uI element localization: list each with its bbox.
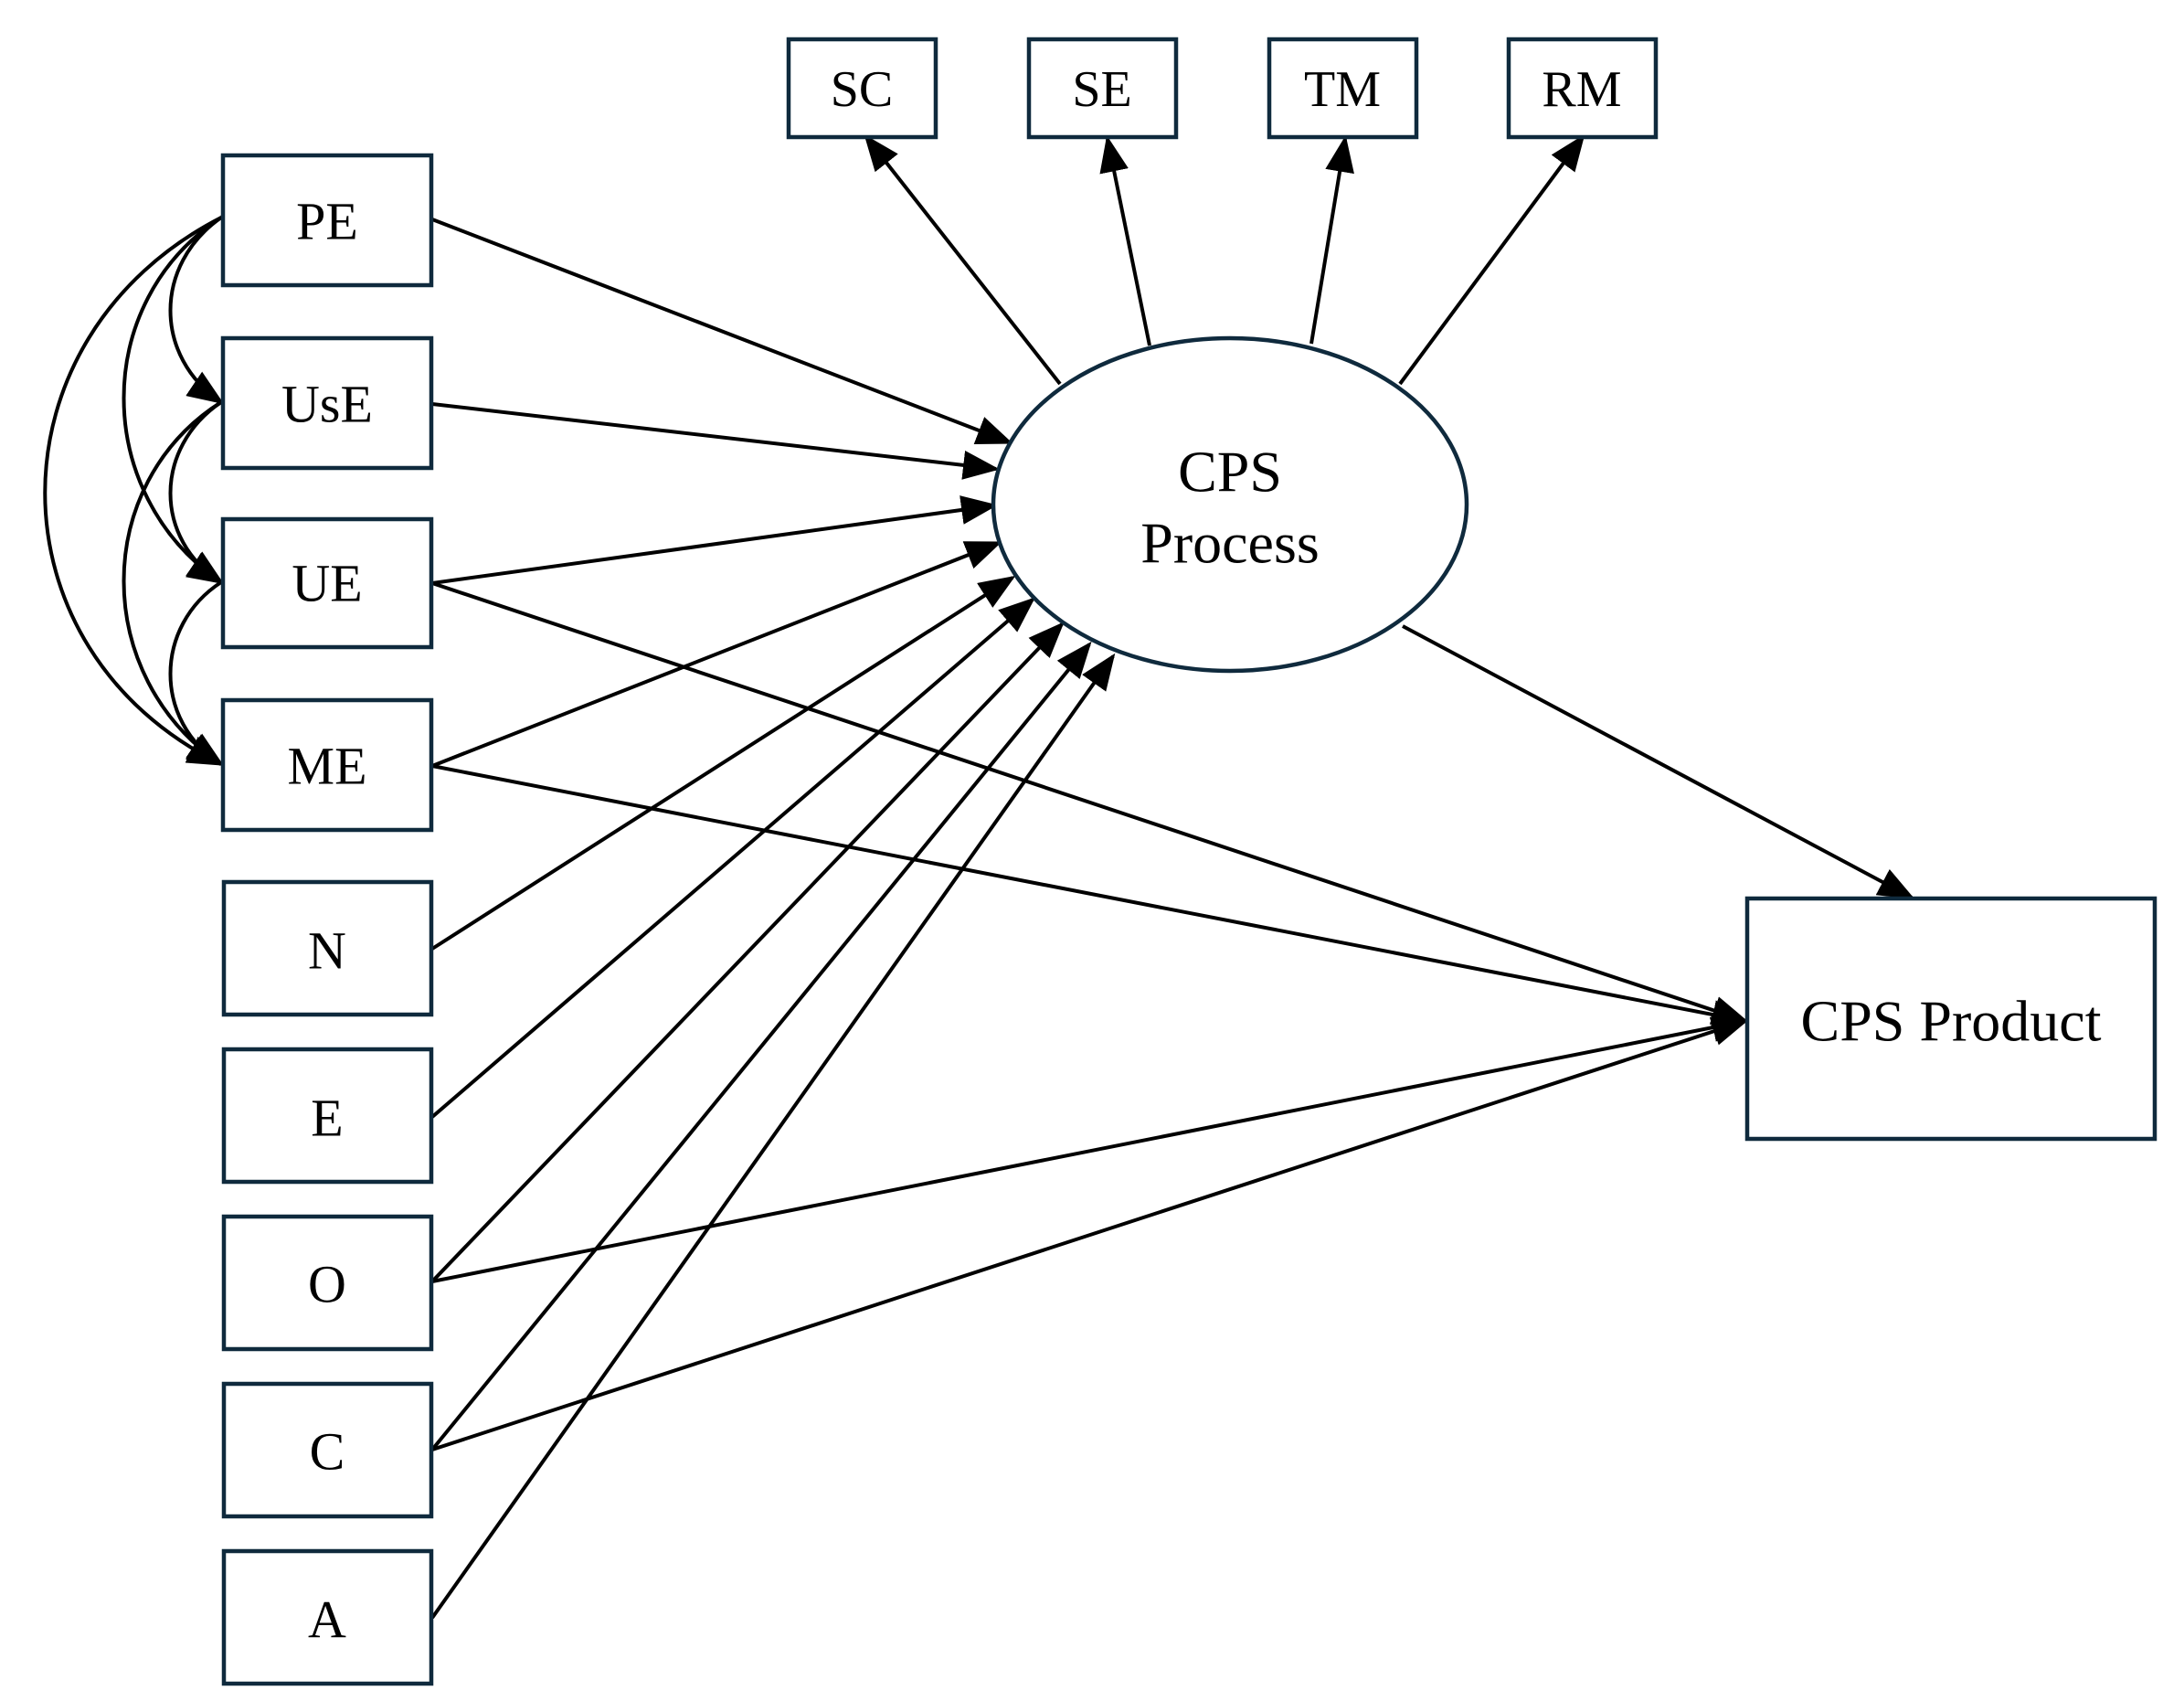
indicator-box-sc: SC <box>786 37 938 140</box>
predictor-label-a: A <box>308 1590 346 1650</box>
indicator-box-se: SE <box>1026 37 1179 140</box>
indicator-label-rm: RM <box>1542 61 1621 118</box>
latent-label-line2: Process <box>1140 511 1320 576</box>
arrow-c-to-product <box>431 1016 1749 1451</box>
predictor-label-use: UsE <box>281 375 373 434</box>
outcome-box-cps-product: CPS Product <box>1744 896 2157 1142</box>
arrow-ue-to-product <box>431 581 1749 1025</box>
predictor-label-ue: UE <box>292 554 362 613</box>
arrow-me-to-process <box>431 541 1002 768</box>
indicator-box-rm: RM <box>1506 37 1659 140</box>
arrow-process-to-tm <box>1309 135 1354 345</box>
arrow-o-to-process <box>430 622 1065 1283</box>
predictor-label-n: N <box>308 921 346 981</box>
latent-label-line1: CPS <box>1178 440 1282 505</box>
arrow-ue-to-process <box>431 495 998 585</box>
predictor-box-c: C <box>221 1381 434 1519</box>
arrow-c-to-process <box>430 641 1092 1451</box>
covariance-ue-me <box>168 551 257 767</box>
indicator-label-tm: TM <box>1304 61 1381 118</box>
arrow-e-to-process <box>430 597 1036 1119</box>
predictor-label-c: C <box>310 1422 345 1482</box>
arrow-me-to-product <box>431 764 1749 1029</box>
arrow-process-to-rm <box>1398 133 1585 386</box>
path-arrows <box>43 133 1915 1620</box>
predictor-box-ue: UE <box>220 516 434 650</box>
arrow-process-to-sc <box>864 133 1062 386</box>
arrow-a-to-process <box>430 653 1116 1620</box>
predictor-box-use: UsE <box>220 335 434 471</box>
outcome-label: CPS Product <box>1801 989 2102 1054</box>
predictor-label-o: O <box>308 1255 346 1314</box>
predictor-label-pe: PE <box>296 192 358 251</box>
predictor-label-e: E <box>311 1089 343 1148</box>
arrow-pe-to-process <box>431 218 1013 444</box>
arrow-process-to-product <box>1402 624 1915 899</box>
predictor-box-o: O <box>221 1214 434 1352</box>
predictor-box-me: ME <box>220 697 434 833</box>
arrow-o-to-product <box>431 1013 1749 1283</box>
predictor-box-pe: PE <box>220 153 434 288</box>
indicator-label-sc: SC <box>831 61 894 118</box>
covariance-use-me <box>122 372 257 767</box>
indicator-label-se: SE <box>1072 61 1131 118</box>
predictor-box-e: E <box>221 1047 434 1185</box>
predictor-box-a: A <box>221 1548 434 1686</box>
indicator-box-tm: TM <box>1267 37 1419 140</box>
predictor-label-me: ME <box>288 737 367 796</box>
predictor-box-n: N <box>221 879 434 1017</box>
arrow-process-to-se <box>1099 135 1151 346</box>
latent-cps-process: CPS Process <box>991 335 1469 674</box>
covariance-use-ue <box>168 371 257 585</box>
arrow-use-to-process <box>431 402 1000 480</box>
arrow-n-to-process <box>430 575 1016 951</box>
covariance-pe-me <box>43 189 258 766</box>
covariance-pe-ue <box>122 186 257 585</box>
